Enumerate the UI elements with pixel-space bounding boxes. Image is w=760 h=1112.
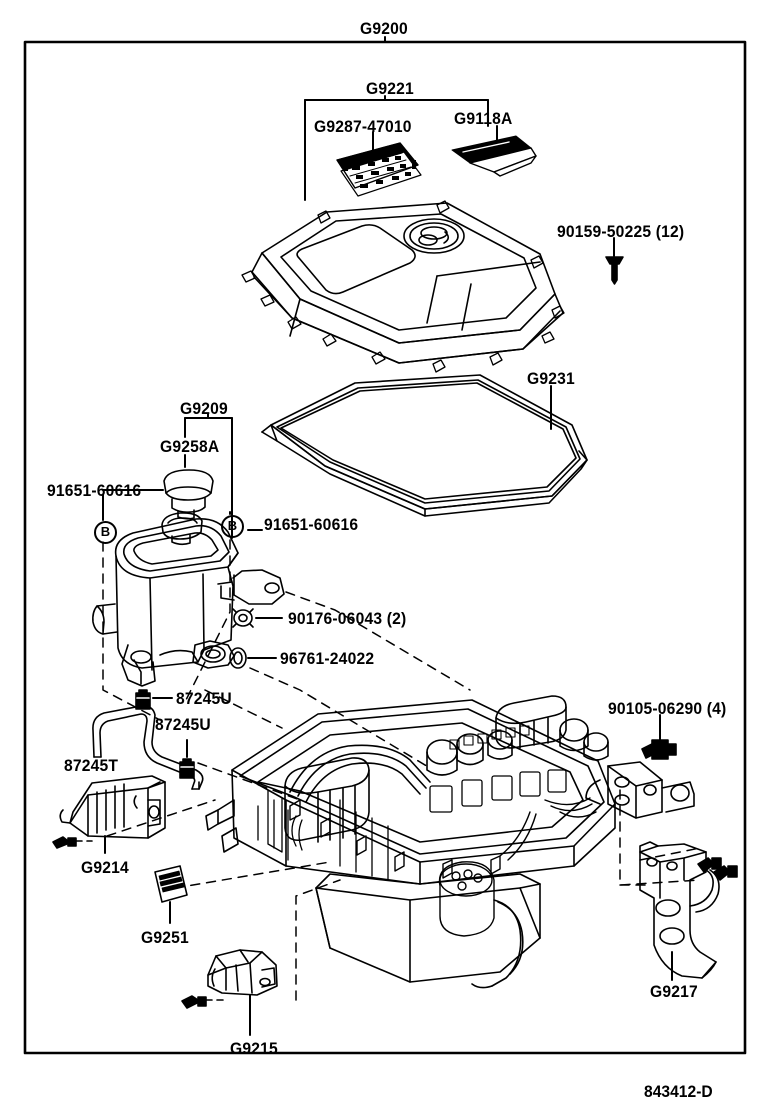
- part-terminal-plate: [451, 135, 537, 177]
- callout-91651-60616-right: 91651-60616: [264, 515, 359, 534]
- callout-g9217: G9217: [650, 982, 698, 1001]
- part-bracket-rear: [639, 841, 738, 981]
- part-bracket-small: [181, 949, 278, 1036]
- ref-mark-b-left: B: [94, 521, 117, 544]
- callout-90105-06290: 90105-06290 (4): [608, 699, 727, 718]
- callout-g9231: G9231: [527, 369, 575, 388]
- part-tank-grommet: [229, 647, 277, 669]
- part-reservoir-cap: [163, 469, 214, 520]
- part-bracket-front: [52, 775, 166, 854]
- part-reservoir-tank: [92, 512, 285, 687]
- ref-b-leaders: [102, 489, 263, 531]
- callout-g9209: G9209: [180, 399, 228, 418]
- part-tank-nut: [232, 608, 283, 628]
- part-caution-label: [154, 865, 188, 924]
- diagram-frame: [23, 40, 747, 1055]
- ref-mark-b-right: B: [221, 515, 244, 538]
- callout-g9214: G9214: [81, 858, 129, 877]
- part-cover-gasket: [261, 374, 588, 517]
- part-inverter-cover: [241, 200, 565, 373]
- callout-g9251: G9251: [141, 928, 189, 947]
- part-hose-clamp-lower: [179, 739, 195, 779]
- callout-g9287-47010: G9287-47010: [314, 117, 412, 136]
- part-inverter-assembly: [205, 695, 695, 989]
- callout-90159-50225: 90159-50225 (12): [557, 222, 685, 241]
- callout-g9215: G9215: [230, 1039, 278, 1058]
- part-circuit-board: [336, 142, 422, 197]
- ref-mark-b-left-letter: B: [100, 524, 111, 539]
- callout-g9221: G9221: [366, 79, 414, 98]
- callout-g9118a: G9118A: [454, 109, 513, 128]
- part-inverter-mount-bolt: [641, 714, 677, 760]
- part-hose-clamp-upper: [135, 689, 173, 710]
- callout-87245t: 87245T: [64, 756, 119, 775]
- callout-91651-60616-left: 91651-60616: [47, 481, 142, 500]
- callout-96761-24022: 96761-24022: [280, 649, 375, 668]
- drawing-number: 843412-D: [644, 1082, 713, 1101]
- part-cover-bolt: [605, 237, 624, 285]
- callout-90176-06043: 90176-06043 (2): [288, 609, 407, 628]
- ref-mark-b-right-letter: B: [227, 518, 238, 533]
- callout-87245u-upper: 87245U: [176, 689, 232, 708]
- callout-87245u-lower: 87245U: [155, 715, 211, 734]
- callout-g9200: G9200: [360, 19, 408, 38]
- callout-g9258a: G9258A: [160, 437, 220, 456]
